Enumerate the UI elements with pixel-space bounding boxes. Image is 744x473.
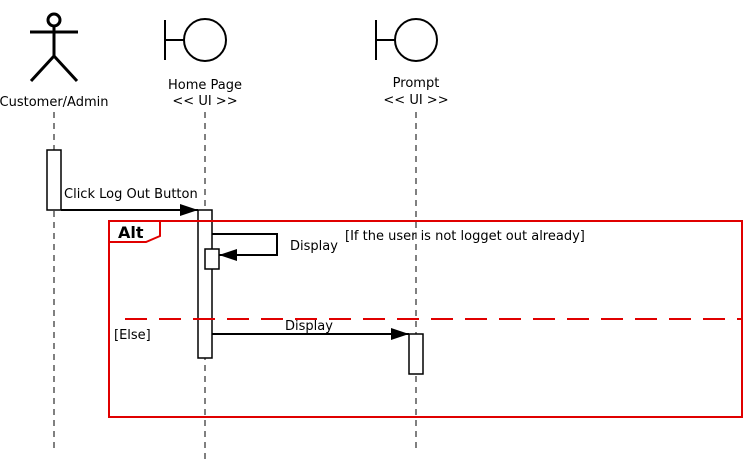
activation-home-page [197, 209, 213, 359]
activation-home-page-nested [204, 248, 220, 270]
boundary-icon [164, 18, 227, 62]
message-label: Click Log Out Button [64, 187, 198, 202]
alt-fragment: Alt [If the user is not logget out alrea… [108, 220, 743, 418]
message-label: Display [285, 319, 333, 334]
boundary-prompt: Prompt << UI >> [375, 18, 449, 108]
message-click-logout: Click Log Out Button [61, 187, 198, 216]
message-arrow [212, 233, 278, 261]
actor-customer-admin: Customer/Admin [0, 12, 108, 110]
stick-figure-icon [29, 12, 79, 83]
alt-guard-else: [Else] [114, 328, 151, 343]
participant-label: Customer/Admin [0, 95, 108, 110]
message-self-display: Display [212, 233, 338, 261]
message-label: Display [290, 239, 338, 254]
participant-stereotype: << UI >> [383, 93, 448, 108]
activation-prompt [408, 333, 424, 375]
boundary-home-page: Home Page << UI >> [164, 18, 242, 109]
alt-operator-label: Alt [118, 223, 144, 242]
alt-operator-tab [108, 220, 161, 243]
activation-customer-admin [46, 149, 62, 211]
participant-stereotype: << UI >> [172, 94, 237, 109]
boundary-icon [375, 18, 438, 62]
alt-guard-if: [If the user is not logget out already] [345, 229, 585, 244]
participant-label: Home Page [168, 78, 242, 93]
message-prompt-display: Display [212, 319, 409, 340]
participant-label: Prompt [393, 76, 440, 91]
